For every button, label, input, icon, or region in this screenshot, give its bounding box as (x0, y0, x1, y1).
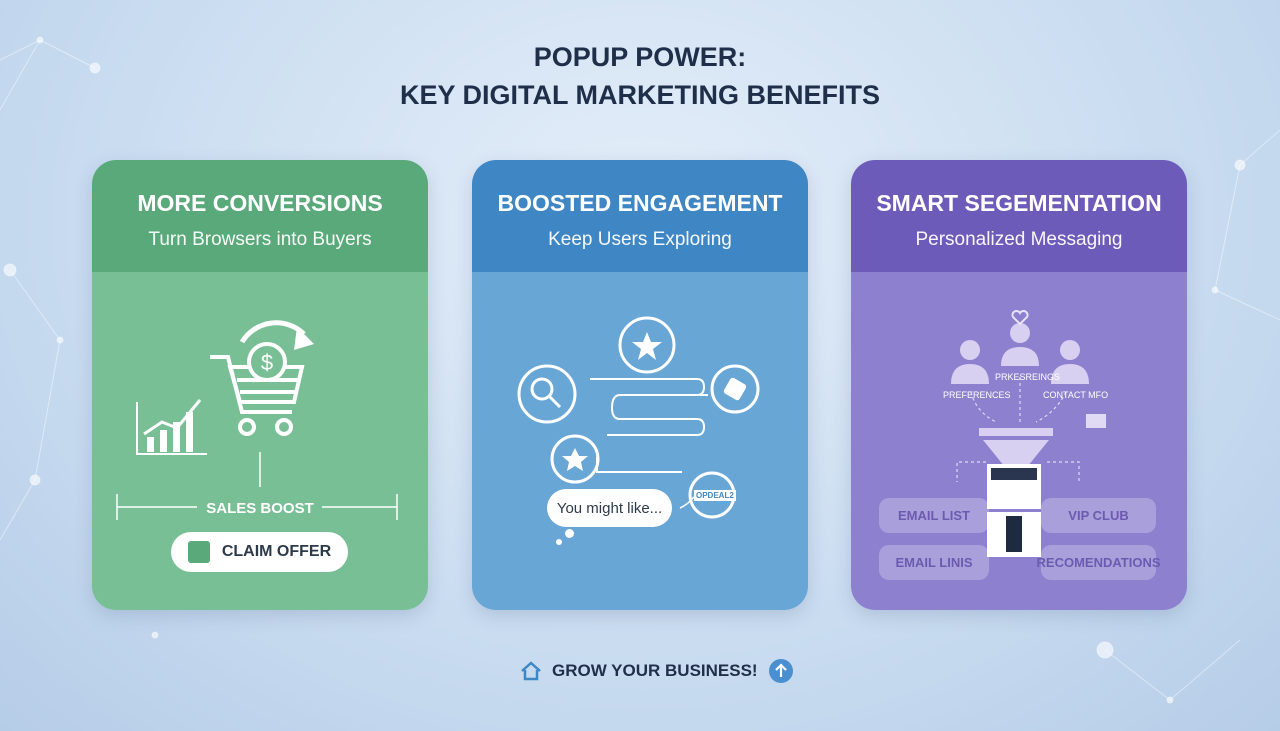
segment-label: PREFERENCES (943, 390, 1011, 400)
segment-label: PRKESREINGS (995, 372, 1061, 382)
title-line-2: KEY DIGITAL MARKETING BENEFITS (399, 80, 881, 110)
segmentation-funnel-illustration (951, 310, 1106, 557)
card-header: BOOSTED ENGAGEMENT Keep Users Exploring (472, 160, 808, 272)
segment-vip-club: VIP CLUB (1041, 498, 1156, 533)
segment-recommendations: RECOMENDATIONS (1037, 545, 1161, 580)
deal-code: OPDEAL2 (694, 490, 736, 501)
segment-email-links: EMAIL LINIS (879, 545, 989, 580)
card-more-conversions: MORE CONVERSIONS Turn Browsers into Buye… (92, 160, 428, 610)
funnel-icon (979, 428, 1053, 484)
svg-text:$: $ (261, 350, 273, 375)
growth-chart-icon (136, 399, 207, 455)
star-icon (618, 316, 676, 374)
segment-label: CONTACT MFO (1043, 390, 1109, 400)
bubble-tail (565, 529, 574, 538)
card-boosted-engagement: BOOSTED ENGAGEMENT Keep Users Exploring … (472, 160, 808, 610)
segment-email-list: EMAIL LIST (879, 498, 989, 533)
tag-icon (710, 364, 760, 414)
claim-offer-label: CLAIM OFFER (221, 543, 332, 560)
card-subheading: Turn Browsers into Buyers (148, 229, 372, 250)
gift-icon (187, 541, 210, 563)
card-subheading: Personalized Messaging (915, 229, 1123, 250)
footer-text: GROW YOUR BUSINESS! (552, 661, 758, 680)
card-header: SMART SEGEMENTATION Personalized Messagi… (851, 160, 1187, 272)
card-smart-segmentation: SMART SEGEMENTATION Personalized Messagi… (851, 160, 1187, 610)
card-heading: MORE CONVERSIONS (137, 190, 383, 216)
dollar-coin-icon: $ (239, 320, 314, 382)
search-icon (517, 364, 577, 424)
house-icon (521, 661, 541, 681)
page-title: POPUP POWER: KEY DIGITAL MARKETING BENEF… (0, 38, 1280, 114)
card-heading: BOOSTED ENGAGEMENT (497, 190, 783, 216)
title-line-1: POPUP POWER: (533, 42, 747, 72)
engagement-flow-illustration (517, 316, 760, 519)
bubble-tail (556, 539, 562, 545)
conversion-illustration: $ (116, 320, 398, 520)
recommendation-bubble: You might like... (547, 489, 672, 527)
envelope-icon (1086, 414, 1106, 428)
card-heading: SMART SEGEMENTATION (876, 190, 1162, 216)
footer-cta: GROW YOUR BUSINESS! (520, 658, 794, 684)
claim-offer-button[interactable]: CLAIM OFFER (171, 532, 348, 572)
card-header: MORE CONVERSIONS Turn Browsers into Buye… (92, 160, 428, 272)
arrow-up-icon (768, 659, 793, 683)
card-subheading: Keep Users Exploring (548, 229, 732, 250)
sales-boost-label: SALES BOOST (206, 500, 314, 517)
user-icons (951, 323, 1089, 384)
heart-icon (1011, 310, 1029, 326)
